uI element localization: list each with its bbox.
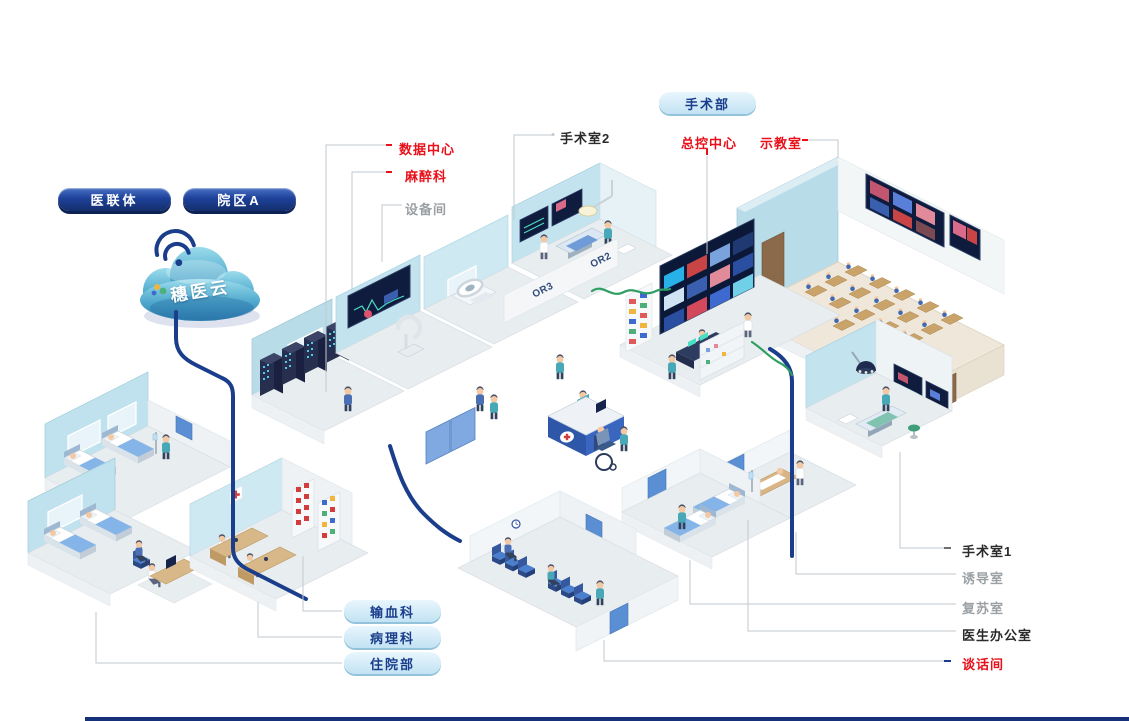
blood-fridge [291, 478, 315, 539]
anesthesiology-room [335, 254, 493, 390]
cable-green-or2 [590, 287, 672, 295]
operating-room-1-room [805, 318, 953, 459]
pill-pathology-label: 病理科 [369, 630, 415, 646]
ward-door [175, 415, 193, 441]
callout-anesthesiology: 麻醉科 [405, 169, 448, 184]
hospital-logo-plaque [560, 431, 574, 443]
pill-medical-alliance-label: 医联体 [90, 193, 139, 208]
wifi-icon [154, 229, 196, 267]
pill-surgery-department[interactable]: 手术部 [659, 92, 756, 114]
callout-operating-room-1: 手术室1 [962, 544, 1013, 559]
callout-doctor-office: 医生办公室 [962, 628, 1033, 643]
classroom-screen-2 [949, 214, 981, 261]
pill-campus-a-label: 院区A [217, 193, 262, 208]
specimen-cabinet [317, 491, 341, 552]
records-shelf [625, 282, 653, 353]
equipment-cart [837, 413, 859, 425]
master-control-center-room [619, 218, 841, 398]
lab-bench-2 [237, 546, 297, 585]
callout-operating-room-2: 手术室2 [560, 131, 611, 146]
pill-inpatient-label: 住院部 [369, 656, 415, 672]
wall-clock [511, 519, 521, 529]
or1-operating-table [855, 405, 907, 437]
classroom-screen-1 [865, 173, 945, 248]
inpatient-ward [27, 371, 369, 612]
callout-recovery-room: 复苏室 [962, 601, 1005, 616]
callout-master-control: 总控中心 [681, 136, 738, 151]
or-parapet-wall [503, 237, 619, 324]
cable-cloud-to-ward [174, 310, 308, 601]
lab-bench-1 [209, 527, 269, 566]
wheelchair-patient [594, 426, 617, 471]
pill-blood-transfusion[interactable]: 输血科 [344, 600, 441, 622]
network-cables [174, 287, 794, 601]
callout-talk-room: 谈话间 [962, 657, 1005, 672]
cable-green-or1 [750, 340, 794, 377]
cloud-logo [151, 284, 167, 296]
vital-signs-screen [347, 264, 411, 329]
callout-equipment-room: 设备间 [405, 202, 448, 217]
video-wall [659, 218, 755, 335]
pill-pathology[interactable]: 病理科 [344, 626, 441, 648]
surgical-light [578, 180, 613, 217]
callout-data-center: 数据中心 [399, 142, 456, 157]
pill-campus-a[interactable]: 院区A [183, 188, 296, 211]
callout-demo-classroom: 示教室 [760, 136, 803, 151]
pill-surgery-department-label: 手术部 [684, 96, 730, 112]
reception-desk [547, 390, 625, 456]
c-arm-machine [395, 314, 425, 358]
cable-suite-to-waiting [388, 444, 462, 543]
or1-stool [908, 424, 920, 439]
pill-medical-alliance[interactable]: 医联体 [58, 188, 171, 211]
reception-monitor [596, 399, 606, 413]
cable-control-to-right [768, 347, 794, 558]
or1-surgical-light [851, 351, 876, 374]
ward-station-desk [137, 555, 213, 604]
waiting-talk-area [457, 490, 679, 652]
callout-induction-room: 诱导室 [962, 571, 1005, 586]
plaza-people [476, 354, 628, 471]
suite-entrance-door [425, 406, 476, 465]
surgery-suite [251, 162, 673, 465]
supply-cabinet [699, 321, 745, 381]
waiting-front-door [609, 602, 629, 635]
data-center-room [251, 298, 405, 445]
pathology-blood-room [189, 457, 369, 612]
pill-blood-transfusion-label: 输血科 [369, 604, 415, 620]
cloud-platform [140, 229, 260, 328]
ct-scanner [451, 278, 497, 306]
leader-lines [95, 133, 956, 664]
iv-stand [748, 470, 754, 492]
bottom-accent-bar [85, 717, 1129, 721]
pill-inpatient[interactable]: 住院部 [344, 652, 441, 674]
